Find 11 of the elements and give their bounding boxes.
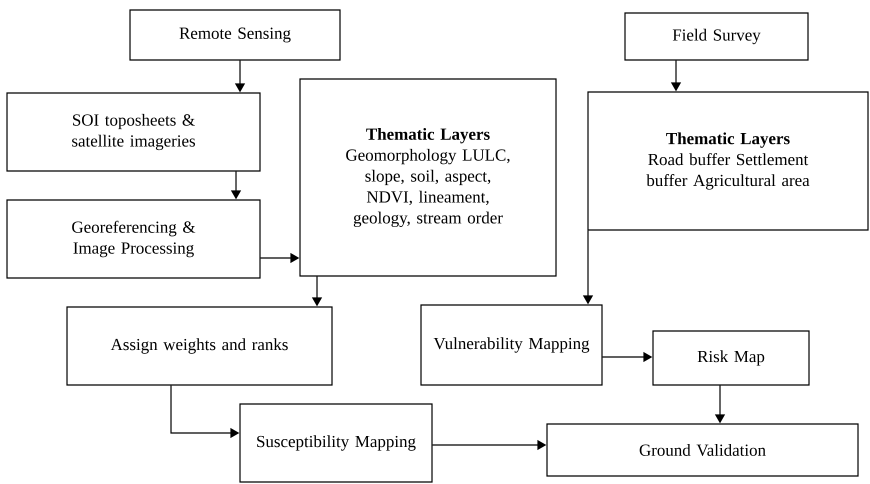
- process-box: Ground Validation: [546, 423, 859, 477]
- process-box: Field Survey: [624, 12, 809, 61]
- process-box: Risk Map: [652, 330, 810, 386]
- process-box: Vulnerability Mapping: [420, 304, 603, 386]
- process-box: Assign weights and ranks: [66, 306, 333, 386]
- process-box: Thematic Layers Road buffer Settlement buffer Agricultural area: [587, 91, 869, 231]
- process-box: Remote Sensing: [129, 9, 341, 61]
- process-box: Thematic Layers Geomorphology LULC, slope, soil, aspect, NDVI, lineament, geology, stream order: [299, 78, 557, 277]
- process-box: Georeferencing & Image Processing: [6, 199, 261, 279]
- process-box: Susceptibility Mapping: [239, 403, 433, 483]
- process-box: SOI toposheets & satellite imageries: [6, 92, 261, 172]
